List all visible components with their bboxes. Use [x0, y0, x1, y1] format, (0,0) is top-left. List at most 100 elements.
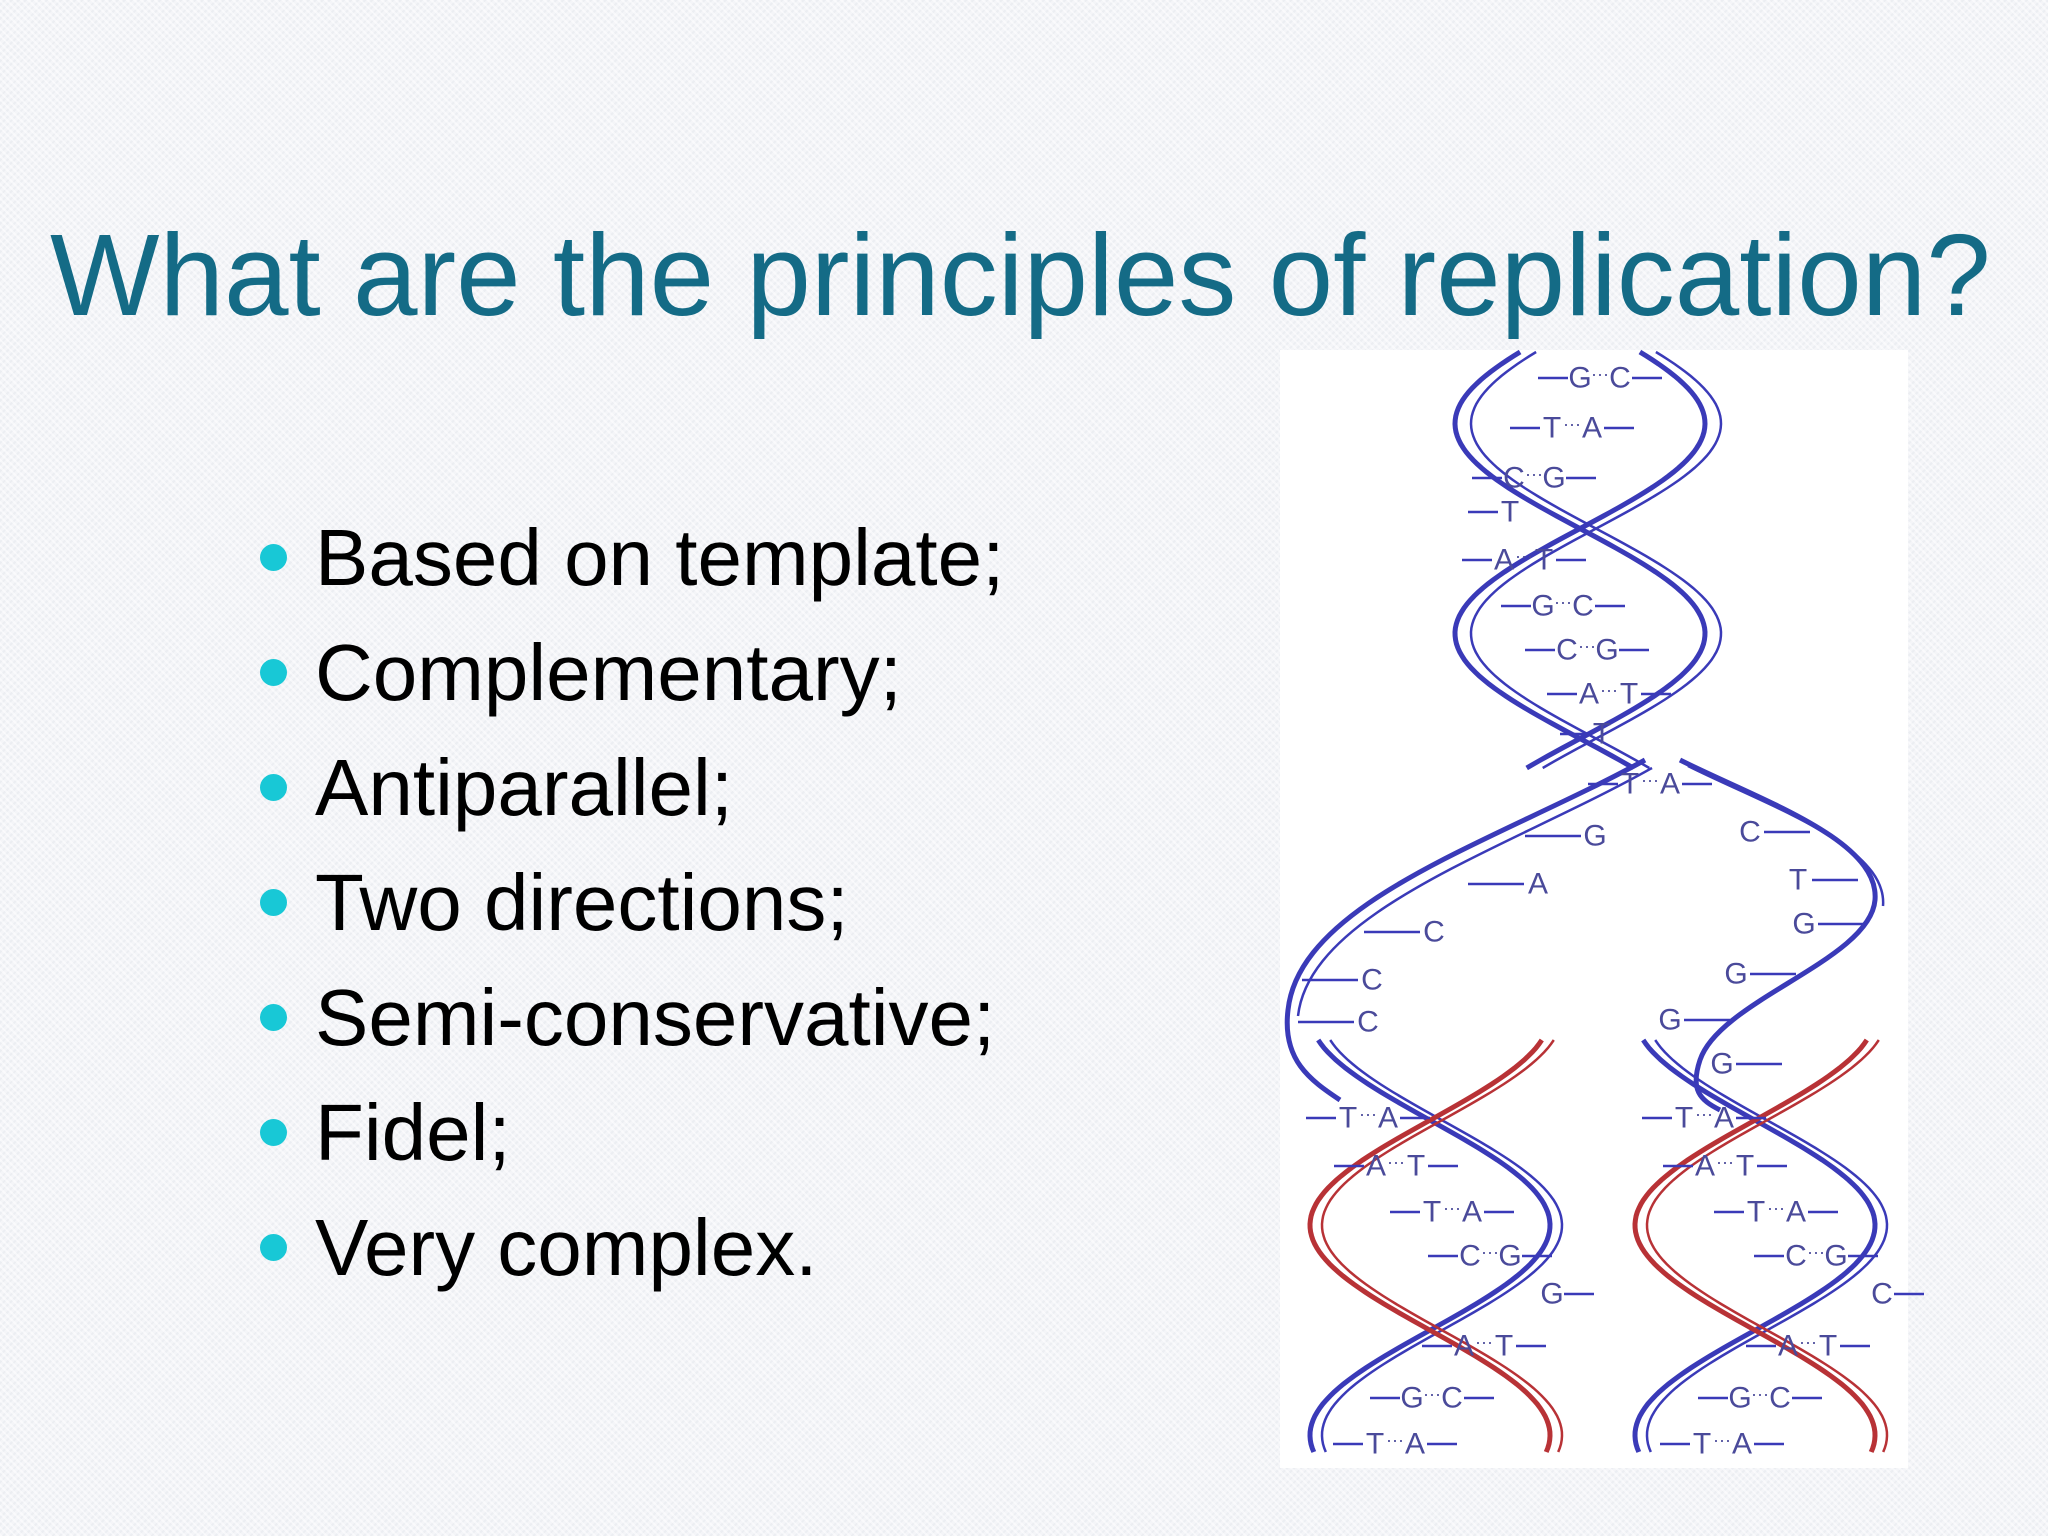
base-letter: C [1441, 1382, 1463, 1415]
base-letter: C [1769, 1382, 1791, 1415]
hydrogen-bond-dots: ··· [1423, 1384, 1441, 1404]
fork-strand-line [1678, 757, 1878, 1113]
base-letter: C [1572, 590, 1594, 623]
base-letter: T [1407, 1150, 1425, 1183]
base-letter: T [1736, 1150, 1754, 1183]
base-letter: A [1462, 1196, 1482, 1229]
fork-base-right: G [1724, 958, 1796, 991]
base-pair-parental: T [1468, 496, 1519, 529]
base-letter: C [1609, 362, 1631, 395]
hydrogen-bond-dots: ··· [1525, 464, 1543, 484]
base-letter: A [1732, 1428, 1752, 1461]
bullet-list: Based on template; Complementary; Antipa… [258, 500, 1004, 1305]
base-letter: A [1695, 1150, 1715, 1183]
base-letter: C [1503, 462, 1525, 495]
base-letter: A [1454, 1330, 1474, 1363]
base-letter: A [1660, 768, 1680, 801]
base-letter: A [1366, 1150, 1386, 1183]
base-letter: T [1620, 678, 1638, 711]
base-letter: G [1583, 820, 1606, 853]
base-letter: T [1747, 1196, 1765, 1229]
base-letter: C [1556, 634, 1578, 667]
template-strand-line [1320, 1039, 1564, 1453]
base-letter: T [1675, 1102, 1693, 1135]
base-letter: T [1789, 864, 1807, 897]
new-strand-line [1320, 1039, 1564, 1453]
base-letter: G [1568, 362, 1591, 395]
hydrogen-bond-dots: ··· [1799, 1332, 1817, 1352]
bullet-text: Two directions; [315, 858, 849, 947]
base-letter: G [1728, 1382, 1751, 1415]
fork-base-right: G [1658, 1004, 1730, 1037]
fork-base-left: C [1364, 916, 1445, 949]
new-strand-line [1645, 1039, 1889, 1453]
bullet-item: Very complex. [258, 1190, 1004, 1305]
fork-base-right: C [1739, 816, 1810, 849]
hydrogen-bond-dots: ··· [1475, 1332, 1493, 1352]
new-strand-line [1632, 1038, 1878, 1453]
base-letter: A [1494, 544, 1514, 577]
base-pair-left-daughter: G [1540, 1278, 1594, 1311]
hydrogen-bond-dots: ··· [1359, 1104, 1377, 1124]
hydrogen-bond-dots: ··· [1591, 364, 1609, 384]
hydrogen-bond-dots: ··· [1554, 592, 1572, 612]
base-letter: A [1528, 868, 1548, 901]
hydrogen-bond-dots: ··· [1515, 546, 1533, 566]
hydrogen-bond-dots: ··· [1716, 1152, 1734, 1172]
parent-strand-line [1469, 350, 1723, 770]
base-letter: C [1361, 964, 1383, 997]
base-letter: T [1693, 1428, 1711, 1461]
hydrogen-bond-dots: ··· [1807, 1242, 1825, 1262]
bullet-text: Very complex. [315, 1203, 818, 1292]
base-letter: A [1714, 1102, 1734, 1135]
bullet-dot-icon [260, 1234, 287, 1261]
base-letter: G [1400, 1382, 1423, 1415]
hydrogen-bond-dots: ··· [1386, 1430, 1404, 1450]
base-letter: T [1423, 1196, 1441, 1229]
bullet-dot-icon [260, 659, 287, 686]
base-letter: A [1405, 1428, 1425, 1461]
template-strand-line [1645, 1039, 1889, 1453]
base-letter: C [1357, 1006, 1379, 1039]
bullet-item: Fidel; [258, 1075, 1004, 1190]
base-letter: C [1739, 816, 1761, 849]
hydrogen-bond-dots: ··· [1481, 1242, 1499, 1262]
hydrogen-bond-dots: ··· [1641, 770, 1659, 790]
base-letter: A [1579, 678, 1599, 711]
base-letter: T [1495, 1330, 1513, 1363]
fork-base-left: C [1302, 964, 1383, 997]
fork-strand-line [1284, 757, 1647, 1103]
base-letter: C [1423, 916, 1445, 949]
base-pair-right-daughter: C [1871, 1278, 1924, 1311]
fork-base-right: T [1789, 864, 1858, 897]
base-letter: C [1459, 1240, 1481, 1273]
base-letter: G [1542, 462, 1565, 495]
bullet-text: Complementary; [315, 628, 902, 717]
base-letter: T [1819, 1330, 1837, 1363]
bullet-dot-icon [260, 544, 287, 571]
base-letter: C [1785, 1240, 1807, 1273]
hydrogen-bond-dots: ··· [1600, 680, 1618, 700]
base-letter: G [1531, 590, 1554, 623]
parent-strand-line [1452, 349, 1708, 771]
base-letter: T [1621, 768, 1639, 801]
template-strand-line [1307, 1038, 1553, 1453]
